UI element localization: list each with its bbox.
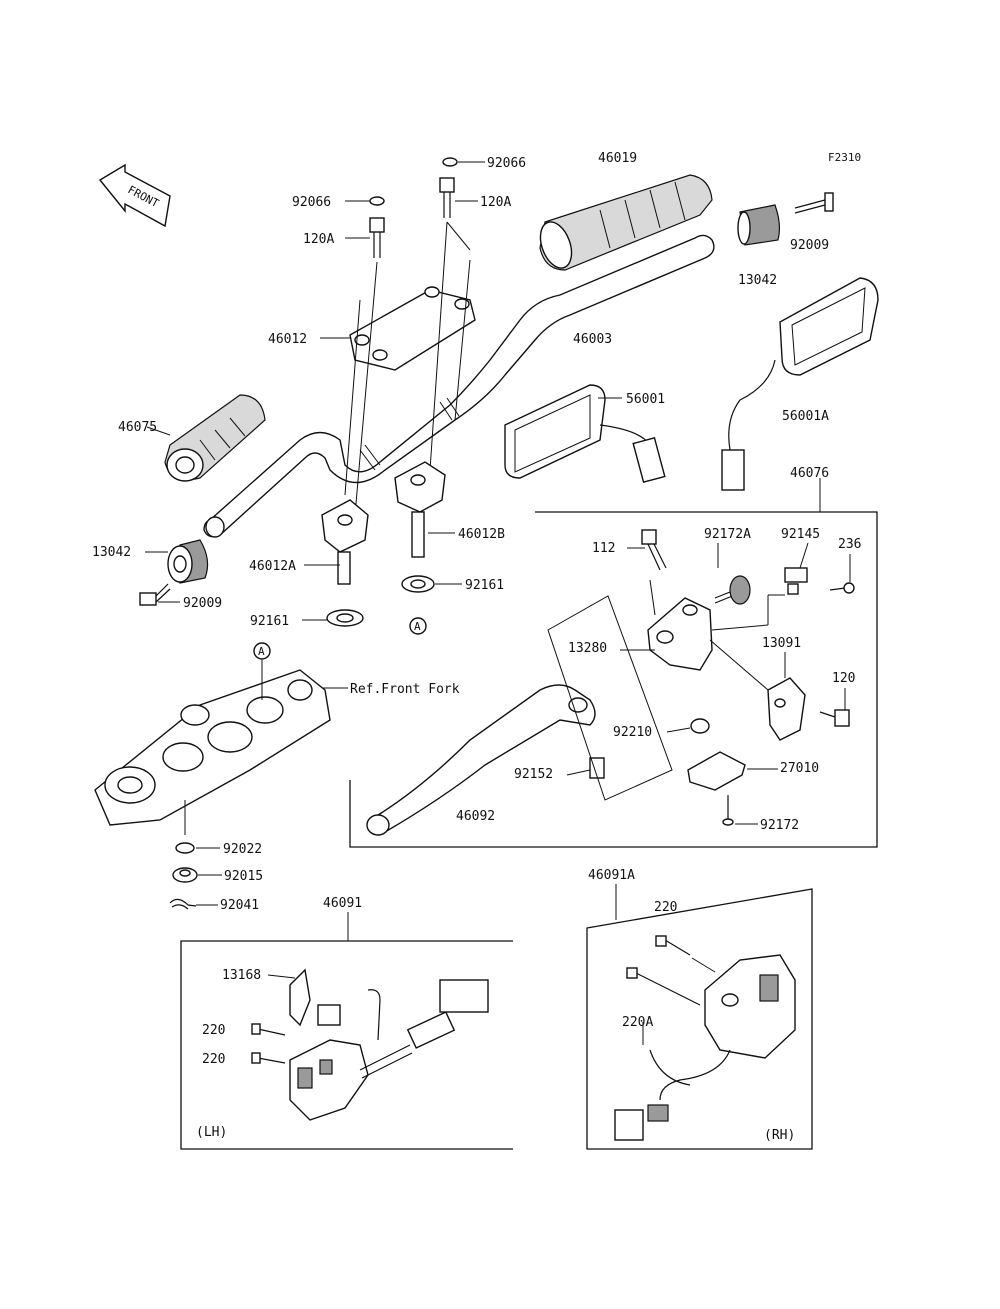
callout-ref-front-fork: Ref.Front Fork	[350, 682, 460, 697]
callout-46003: 46003	[573, 332, 612, 347]
grip-46019	[539, 174, 713, 271]
callout-92041: 92041	[220, 898, 259, 913]
callout-220A: 220A	[622, 1015, 653, 1030]
bar-end-weight-13042-left	[167, 539, 209, 584]
lower-clamp-46012A	[321, 499, 369, 585]
rh-screw-220	[655, 935, 691, 956]
rh-switch-box-46091A	[586, 888, 813, 1150]
pin-92041	[169, 898, 197, 910]
callout-56001A: 56001A	[782, 409, 829, 424]
bolt-120A-top	[439, 177, 455, 218]
top-bridge-front-fork	[94, 660, 331, 835]
bolt-92009-left	[139, 583, 171, 606]
lh-screw-220-1	[251, 1023, 286, 1036]
lh-clip-13168	[289, 968, 311, 1027]
bolt-92009-right	[794, 192, 834, 214]
lower-clamp-46012B	[394, 461, 446, 558]
callout-13042-left: 13042	[92, 545, 131, 560]
rh-screw-220A	[626, 967, 701, 1006]
bolt-120A-left	[369, 217, 385, 258]
screw-92172	[722, 795, 734, 826]
nut-92015	[172, 867, 198, 883]
bar-end-weight-13042-right	[737, 204, 781, 246]
lever-holder-13280	[647, 597, 713, 671]
svg-text:A: A	[414, 620, 421, 633]
clutch-lever-46092	[366, 684, 596, 836]
svg-text:A: A	[258, 645, 265, 658]
callout-220-lh-2: 220	[202, 1052, 225, 1067]
leader-lines	[145, 161, 851, 1045]
callout-46019: 46019	[598, 151, 637, 166]
callout-92172A: 92172A	[704, 527, 751, 542]
callout-120: 120	[832, 671, 855, 686]
callout-112: 112	[592, 541, 615, 556]
damper-92161-mid	[401, 575, 435, 593]
callout-92161-left: 92161	[250, 614, 289, 629]
mirror-56001	[504, 384, 666, 484]
callout-46091A: 46091A	[588, 868, 635, 883]
switch-27010	[687, 751, 746, 791]
callout-13168: 13168	[222, 968, 261, 983]
callout-92210: 92210	[613, 725, 652, 740]
callout-46075: 46075	[118, 420, 157, 435]
bracket-92145	[784, 567, 808, 595]
nut-92210	[690, 718, 710, 734]
callout-46012B: 46012B	[458, 527, 505, 542]
callout-120A-left: 120A	[303, 232, 334, 247]
label-lh: (LH)	[196, 1125, 227, 1140]
callout-46076: 46076	[790, 466, 829, 481]
callout-13042-right: 13042	[738, 273, 777, 288]
callout-92066-left: 92066	[292, 195, 331, 210]
callout-92009-left: 92009	[183, 596, 222, 611]
callout-92161-mid: 92161	[465, 578, 504, 593]
callout-46092: 46092	[456, 809, 495, 824]
callout-92152: 92152	[514, 767, 553, 782]
lh-switch-box-46091	[180, 940, 513, 1150]
callout-27010: 27010	[780, 761, 819, 776]
lh-switch-housing	[289, 979, 489, 1121]
upper-clamp-46012	[349, 286, 476, 371]
callout-220-rh: 220	[654, 900, 677, 915]
marker-a-fork: A	[253, 642, 271, 660]
lever-assembly-box-46076	[349, 511, 878, 848]
callout-120A-top: 120A	[480, 195, 511, 210]
label-rh: (RH)	[764, 1128, 795, 1143]
callout-92172: 92172	[760, 818, 799, 833]
adjuster-92172A	[714, 575, 751, 605]
callout-236: 236	[838, 537, 861, 552]
callout-92066-top: 92066	[487, 156, 526, 171]
callout-46091: 46091	[323, 896, 362, 911]
figure-code: F2310	[828, 151, 861, 164]
bolt-120	[819, 709, 850, 727]
callout-46012A: 46012A	[249, 559, 296, 574]
callout-92015: 92015	[224, 869, 263, 884]
callout-92022: 92022	[223, 842, 262, 857]
washer-92022	[175, 842, 195, 854]
callout-92145: 92145	[781, 527, 820, 542]
callout-92009-right: 92009	[790, 238, 829, 253]
mirror-56001A	[721, 277, 879, 491]
washer-92066-left	[369, 196, 385, 206]
grip-46075	[164, 394, 266, 482]
washer-92066-top	[442, 157, 458, 167]
front-direction-arrow-icon: FRONT	[98, 163, 171, 228]
marker-a-mid: A	[409, 617, 427, 635]
lh-screw-220-2	[251, 1052, 286, 1064]
clamp-13091	[767, 677, 806, 741]
callout-56001: 56001	[626, 392, 665, 407]
callout-13280: 13280	[568, 641, 607, 656]
screw-236	[829, 582, 855, 594]
callout-46012: 46012	[268, 332, 307, 347]
damper-92161-left	[326, 609, 364, 627]
handlebar-46003	[203, 234, 715, 538]
bolt-112	[641, 529, 667, 571]
callout-13091: 13091	[762, 636, 801, 651]
callout-220-lh-1: 220	[202, 1023, 225, 1038]
collar-92152	[589, 757, 605, 779]
rh-switch-housing	[614, 954, 796, 1141]
